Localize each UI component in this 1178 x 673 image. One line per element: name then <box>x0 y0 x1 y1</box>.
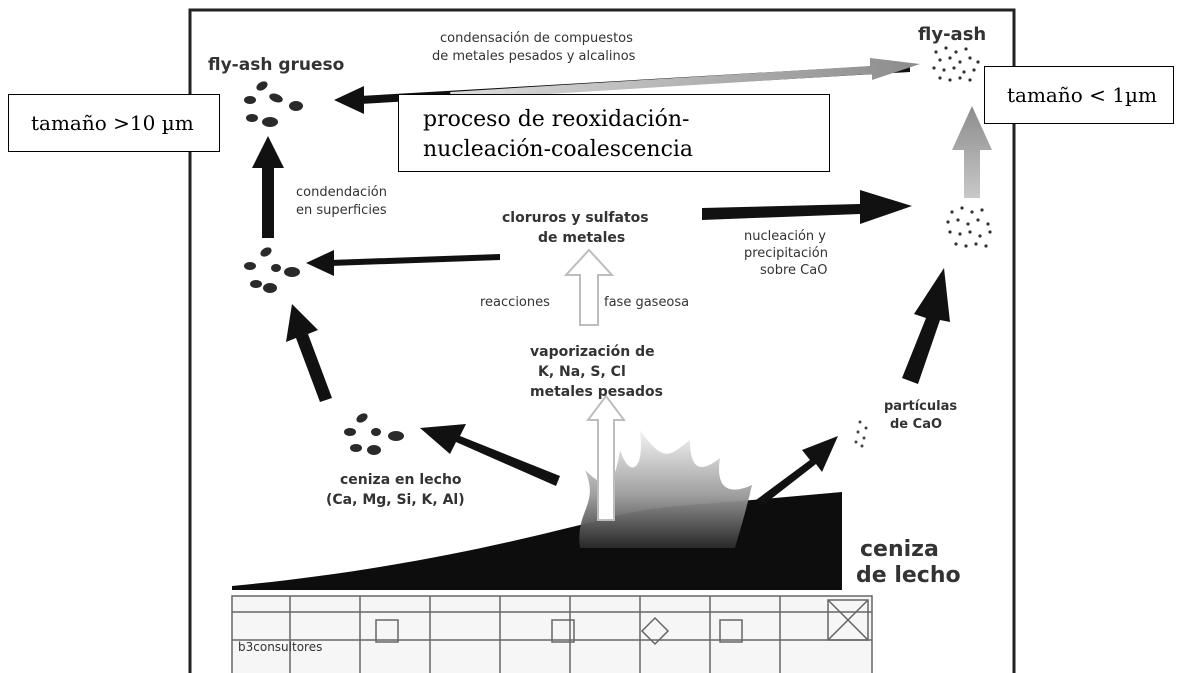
bed-ash-label-2: (Ca, Mg, Si, K, Al) <box>326 492 465 508</box>
coarse-fly-ash-particles <box>244 81 303 127</box>
size-fine-box: tamaño < 1µm <box>984 66 1174 124</box>
bed-ash-particles <box>344 413 404 455</box>
vaporization-arrow <box>586 394 626 521</box>
size-coarse-text: tamaño >10 µm <box>31 111 194 135</box>
furnace-grate <box>231 595 873 673</box>
size-fine-text: tamaño < 1µm <box>1007 83 1157 107</box>
fine-fly-ash-dots <box>932 46 980 82</box>
arrow-fire-to-cao <box>756 436 838 506</box>
vaporization-label-3: metales pesados <box>530 384 663 400</box>
bed-ash-label: ceniza en lecho <box>340 472 462 488</box>
vaporization-label: vaporización de <box>530 344 655 360</box>
cao-label: partículas <box>884 399 957 414</box>
bed-ash-big-label-2: de lecho <box>856 563 961 588</box>
vaporization-label-2: K, Na, S, Cl <box>538 364 626 380</box>
condensation-top-label-2: de metales pesados y alcalinos <box>432 49 636 64</box>
flame-icon <box>579 430 752 548</box>
gas-phase-arrow <box>563 248 615 326</box>
reactions-label: reacciones <box>480 295 550 310</box>
condensation-top-label: condensación de compuestos <box>440 31 633 46</box>
fly-ash-coarse-title: fly-ash grueso <box>208 55 344 75</box>
bed-ash-big-label: ceniza <box>860 537 939 562</box>
gas-phase-label: fase gaseosa <box>604 295 689 310</box>
nucleation-label: nucleación y <box>744 229 826 244</box>
watermark-label: b3consultores <box>238 640 322 654</box>
arrow-fire-to-bedash <box>420 424 560 486</box>
cao-particle-dots <box>854 420 868 448</box>
arrow-cao-up <box>902 268 950 384</box>
arrow-bedash-up <box>286 304 332 402</box>
condensation-surface-label: condendación <box>296 185 387 200</box>
bed-ash-pile <box>232 492 842 590</box>
condensation-surface-label-2: en superficies <box>296 203 387 218</box>
fly-ash-title: fly-ash <box>918 24 986 45</box>
process-text-line1: proceso de reoxidación- <box>423 107 690 132</box>
nucleation-label-2: precipitación <box>744 246 828 261</box>
arrow-chlorides-to-nucleation <box>702 190 912 224</box>
process-text-line2: nucleación-coalescencia <box>423 137 694 162</box>
arrow-condensation-top <box>450 58 920 100</box>
cao-label-2: de CaO <box>890 417 942 432</box>
chlorides-label: cloruros y sulfatos <box>502 210 649 226</box>
mid-ash-particles <box>244 247 300 293</box>
chlorides-label-2: de metales <box>538 230 625 246</box>
process-box: proceso de reoxidación- nucleación-coale… <box>398 94 830 172</box>
arrow-condensation-up <box>252 136 284 238</box>
size-coarse-box: tamaño >10 µm <box>8 94 220 152</box>
arrow-chlorides-to-particles <box>330 254 500 266</box>
arrow-fine-up <box>952 106 992 198</box>
nucleation-label-3: sobre CaO <box>760 263 827 278</box>
nucleation-dots <box>946 206 992 248</box>
diagram-frame <box>188 8 1016 673</box>
